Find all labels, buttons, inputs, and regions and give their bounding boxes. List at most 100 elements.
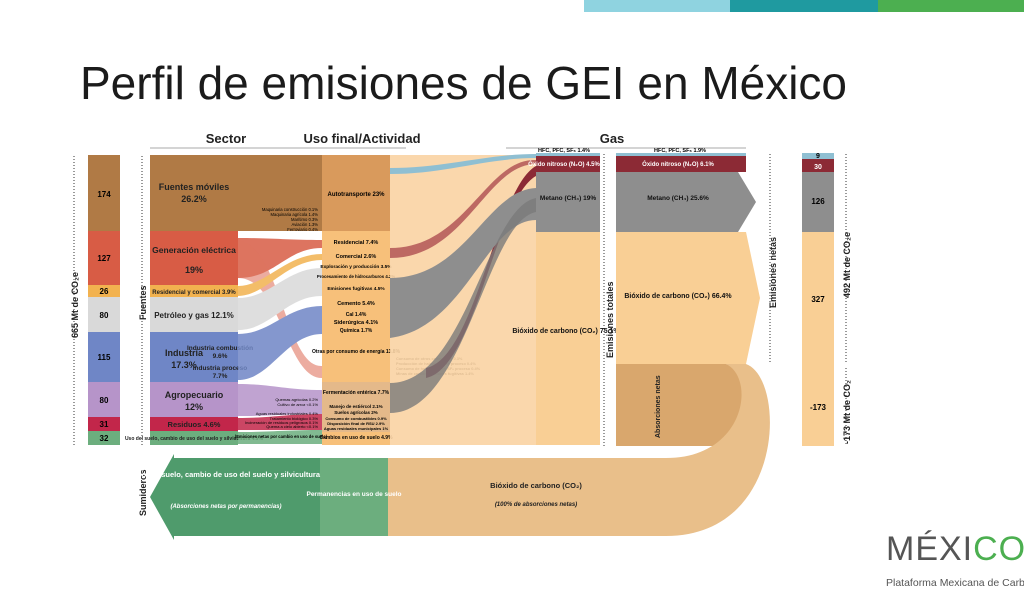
activity-note: (Emisiones netas por cambio en uso de su…: [235, 434, 328, 439]
left-bar-segment-industry: [88, 332, 120, 382]
sector-pct: 12%: [185, 402, 203, 412]
header-sector: Sector: [206, 131, 246, 146]
gas-net-ch4-arrow: [616, 172, 756, 232]
label-sumideros: Sumideros: [138, 469, 148, 516]
left-bar-value: 26: [100, 287, 109, 296]
sector-pct: 26.2%: [181, 194, 207, 204]
sector-block-industria: [150, 332, 238, 382]
sector-subpct: 9.6%: [213, 353, 228, 360]
right-bar-value: 327: [811, 295, 825, 304]
activity-label: Manejo de estiércol 2.1%: [329, 404, 382, 409]
activity-label: Maquinaria agrícola 1.4%: [271, 212, 319, 217]
activity-label: Quemas agrícolas 0.2%: [275, 397, 318, 402]
left-bar-value: 127: [97, 254, 111, 263]
right-bar-value: 126: [811, 197, 825, 206]
gas-total-ch4: [536, 172, 600, 232]
activity-label: Aguas residuales industriales 0.4%: [256, 411, 319, 416]
left-bar-segment-oil-gas: [88, 297, 120, 332]
mexico2-logo: MÉXICO2 Plataforma Mexicana de Carbono: [886, 532, 1024, 589]
activity-label: Aguas residuales municipales 1%: [324, 426, 389, 431]
activity-label: Siderúrgica 4.1%: [334, 320, 378, 326]
gas-net-label: Óxido nitroso (N₂O) 6.1%: [642, 160, 714, 168]
left-bar-segment-agri: [88, 382, 120, 417]
activity-block-autotransporte: [322, 155, 390, 231]
header-gas: Gas: [600, 131, 625, 146]
activity-label: Maquinaria construcción 0.1%: [262, 207, 318, 212]
gas-net-block: HFC, PFC, SF₆ 1.9% Óxido nitroso (N₂O) 6…: [616, 148, 760, 364]
right-bar-segment-absorciones: [802, 364, 834, 446]
left-bar-segment-transport: [88, 155, 120, 231]
sink-gas-note: (100% de absorciones netas): [495, 502, 577, 508]
gas-total-label: HFC, PFC, SF₆ 1.4%: [538, 148, 590, 154]
emissions-sankey-diagram: Sector Uso final/Actividad Gas 665 Mt de…: [70, 131, 852, 540]
left-bar-segment-landuse: [88, 431, 120, 445]
logo-wordmark: MÉXICO2: [886, 532, 1024, 579]
sink-activity-label: Permanencias en uso de suelo: [306, 491, 401, 498]
activity-label: Tratamiento biológico 0.3%: [270, 416, 319, 421]
sector-block-agropecuario: [150, 382, 238, 417]
gas-net-label: Bióxido de carbono (CO₂) 66.4%: [624, 293, 732, 300]
right-bar-segment-co2: [802, 232, 834, 364]
left-bar-value: 31: [100, 420, 109, 429]
right-bar-segment-ch4: [802, 172, 834, 232]
right-bar-segment-hfc: [802, 153, 834, 159]
right-bar-value: -173: [810, 403, 827, 412]
sector-label: Fuentes móviles: [159, 182, 230, 192]
sector-pct: 19%: [185, 265, 203, 275]
activity-label: Aviación 1.3%: [292, 222, 319, 227]
right-totals-bar: 9 30 126 327 -173: [802, 153, 834, 446]
right-bar-segment-n2o: [802, 159, 834, 172]
sector-label: Uso del suelo, cambio de uso del suelo y…: [125, 436, 264, 442]
activity-label: Otras por consumo de energía 13.8%: [312, 349, 401, 355]
absorciones-netas-block: [616, 364, 756, 446]
activity-label: Comercial 2.6%: [336, 254, 377, 260]
activity-label: Incineración de residuos peligrosos 0.1%: [245, 420, 318, 425]
activity-label: Emisiones fugitivas 4.5%: [327, 286, 385, 292]
left-bar-value: 174: [97, 190, 111, 199]
sector-block-uso-suelo: [150, 431, 238, 445]
left-bar-segment-waste: [88, 417, 120, 431]
sink-activity-block: [320, 458, 388, 536]
sector-label: Residencial y comercial 3.9%: [152, 290, 236, 296]
activity-label: Química 1.7%: [340, 328, 373, 334]
activity-label: Fermentación entérica 7.7%: [323, 390, 390, 396]
sector-pct: 17.3%: [171, 360, 197, 370]
gas-total-co2: [536, 232, 600, 445]
sink-sector-label: Uso del suelo, cambio de uso del suelo y…: [132, 470, 321, 479]
sector-subpct: 7.7%: [213, 373, 228, 380]
activity-label: Suelos agrícolas 2%: [334, 410, 378, 415]
sector-block-residencial: [150, 285, 238, 297]
sector-block-generacion: [150, 231, 238, 285]
sector-column: Fuentes móviles 26.2% Generación eléctri…: [125, 155, 322, 445]
logo-co: CO: [973, 530, 1024, 568]
gas-net-label: HFC, PFC, SF₆ 1.9%: [654, 148, 706, 154]
gas-total-label: Metano (CH₄) 19%: [540, 195, 596, 202]
sink-sector-arrow: [150, 454, 320, 540]
label-emisiones-netas: Emisiones netas: [768, 237, 778, 308]
label-right-pos: 492 Mt de CO₂e: [842, 232, 852, 298]
activity-block-agropecuario: [322, 382, 390, 432]
left-totals-bar: 174 127 26 80 115 80 31 32: [88, 155, 120, 445]
label-emisiones-totales: Emisiones totales: [605, 281, 615, 358]
gas-total-label: Bióxido de carbono (CO₂) 75.1%: [512, 328, 620, 335]
activity-column: Autotransporte 23% Maquinaria construcci…: [235, 155, 481, 445]
left-bar-segment-electric: [88, 231, 120, 285]
left-bar-value: 32: [100, 434, 109, 443]
label-absorciones-netas: Absorciones netas: [655, 375, 662, 438]
sink-sector-note: (Absorciones netas por permanencias): [170, 504, 281, 510]
right-bar-value: 30: [814, 164, 822, 171]
activity-label: Quema a cielo abierto <0.1%: [266, 424, 318, 429]
left-bar-segment-residential: [88, 285, 120, 297]
right-bar-value: 9: [816, 153, 820, 160]
sector-label: Industria: [165, 348, 204, 358]
gas-total-column: HFC, PFC, SF₆ 1.4% Óxido nitroso (N₂O) 4…: [512, 148, 620, 445]
logo-tagline: Plataforma Mexicana de Carbono: [886, 576, 1024, 589]
sector-label: Petróleo y gas 12.1%: [154, 311, 234, 320]
sector-block-residuos: [150, 417, 238, 431]
left-bar-value: 80: [100, 311, 109, 320]
gas-total-n2o: [536, 156, 600, 172]
activity-label: Ferroviario 0.4%: [287, 227, 318, 232]
gas-net-co2-arrow: [616, 232, 760, 364]
page-title: Perfil de emisiones de GEI en México: [80, 57, 848, 109]
header-uso-final: Uso final/Actividad: [303, 131, 420, 146]
